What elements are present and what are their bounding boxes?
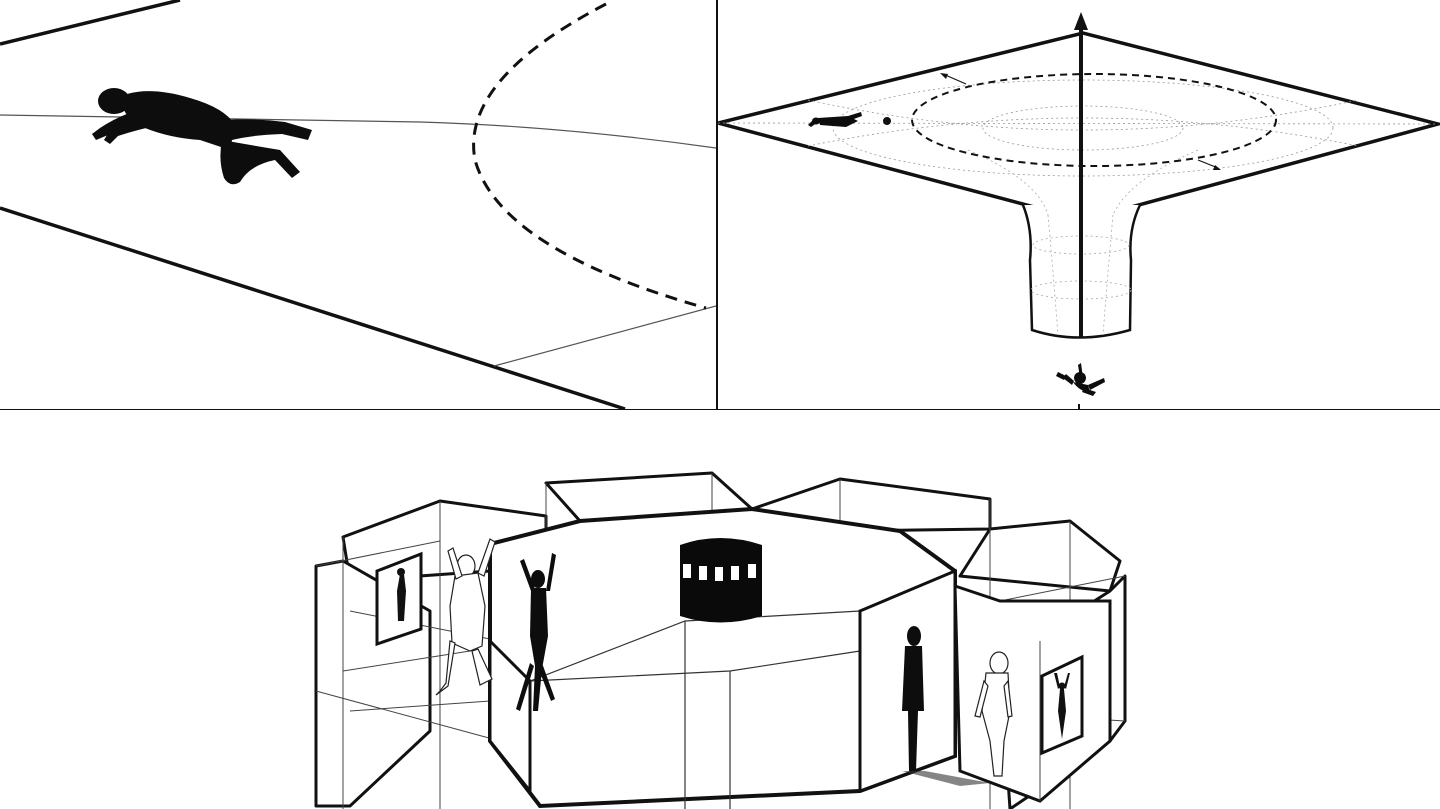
plane-edge-top xyxy=(0,0,180,44)
panel-c-drawing xyxy=(0,411,1440,809)
plane-guide-line xyxy=(494,306,716,366)
panel-b-drawing xyxy=(718,0,1440,409)
horizon-dashed-arc xyxy=(474,4,706,308)
arrow-up-icon xyxy=(1074,12,1088,30)
falling-person-silhouette xyxy=(92,88,312,184)
room-right-front xyxy=(955,586,1110,801)
panel-falling-figure xyxy=(0,0,716,409)
panel-funnel-diagram xyxy=(718,0,1440,409)
panel-a-drawing xyxy=(0,0,716,409)
central-tower xyxy=(680,538,762,623)
orbit-dot-icon xyxy=(883,117,891,125)
plane-edge-bottom xyxy=(0,208,625,409)
framed-picture-left xyxy=(377,554,421,644)
spacetime-plane xyxy=(718,33,1438,220)
room-right-top xyxy=(960,521,1120,591)
panel-octagon-rooms xyxy=(0,411,1440,809)
falling-figure-below xyxy=(1056,363,1105,396)
